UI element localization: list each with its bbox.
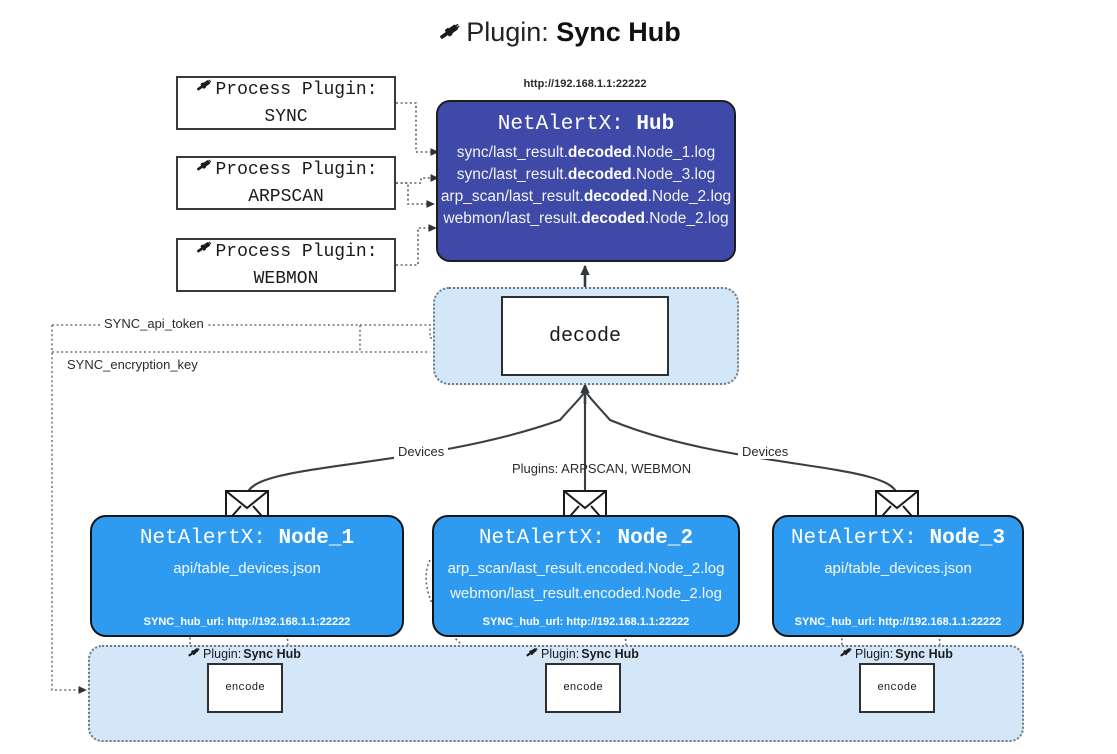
process-plugin-name: WEBMON — [253, 269, 319, 289]
node-line-list: api/table_devices.json — [774, 560, 1022, 577]
hub-log-line: sync/last_result.decoded.Node_1.log — [456, 144, 716, 161]
node-box-node-1[interactable]: NetAlertX: Node_1 api/table_devices.json… — [90, 515, 404, 637]
node-line-list: api/table_devices.json — [92, 560, 402, 577]
process-plugin-label: Process Plugin: — [215, 159, 378, 180]
decode-box[interactable]: decode — [501, 296, 669, 376]
node-title: NetAlertX: Node_3 — [774, 527, 1022, 550]
node-line: webmon/last_result.encoded.Node_2.log — [450, 585, 722, 602]
node-title-name: Node_3 — [929, 527, 1006, 550]
edge-label-devices-left: Devices — [394, 444, 449, 459]
process-plugin-box-arpscan[interactable]: Process Plugin: ARPSCAN — [176, 156, 396, 210]
process-plugin-box-sync[interactable]: Process Plugin: SYNC — [176, 76, 396, 130]
page-title-bold: Sync Hub — [556, 17, 681, 47]
plug-icon — [186, 645, 201, 663]
node-line: api/table_devices.json — [173, 560, 321, 577]
page-title-plain: Plugin: — [466, 17, 549, 47]
edge-label-plugins: Plugins: ARPSCAN, WEBMON — [512, 461, 692, 476]
plug-icon — [194, 156, 213, 184]
plug-icon — [194, 238, 213, 266]
node-box-node-3[interactable]: NetAlertX: Node_3 api/table_devices.json… — [772, 515, 1024, 637]
node-line-list: arp_scan/last_result.encoded.Node_2.log … — [434, 560, 738, 602]
plug-icon — [194, 76, 213, 104]
node-title: NetAlertX: Node_2 — [434, 527, 738, 550]
node-title-name: Node_2 — [617, 527, 694, 550]
hub-node[interactable]: NetAlertX: Hub sync/last_result.decoded.… — [436, 100, 736, 262]
encoder-caption-bold: Sync Hub — [895, 647, 953, 661]
node-title-prefix: NetAlertX: — [139, 527, 266, 550]
encoder-caption-node-2: Plugin: Sync Hub — [524, 645, 639, 663]
plug-icon — [436, 19, 462, 54]
node-box-node-2[interactable]: NetAlertX: Node_2 arp_scan/last_result.e… — [432, 515, 740, 637]
node-line: arp_scan/last_result.encoded.Node_2.log — [447, 560, 725, 577]
node-title-prefix: NetAlertX: — [790, 527, 917, 550]
hub-title-prefix: NetAlertX: — [497, 113, 624, 136]
encoder-caption-bold: Sync Hub — [243, 647, 301, 661]
encoder-caption-plain: Plugin: — [203, 647, 242, 661]
encoder-caption-node-3: Plugin: Sync Hub — [838, 645, 953, 663]
page-title: Plugin: Sync Hub — [0, 16, 1117, 54]
node-title-prefix: NetAlertX: — [478, 527, 605, 550]
encoder-caption-plain: Plugin: — [541, 647, 580, 661]
node-line: api/table_devices.json — [824, 560, 972, 577]
node-footer: SYNC_hub_url: http://192.168.1.1:22222 — [482, 616, 690, 628]
node-footer: SYNC_hub_url: http://192.168.1.1:22222 — [143, 616, 351, 628]
hub-log-line: sync/last_result.decoded.Node_3.log — [456, 166, 716, 183]
encoder-caption-plain: Plugin: — [855, 647, 894, 661]
process-plugin-box-webmon[interactable]: Process Plugin: WEBMON — [176, 238, 396, 292]
secret-label-encryption-key: SYNC_encryption_key — [63, 357, 202, 372]
process-plugin-name: SYNC — [264, 107, 308, 127]
encode-box-node-2[interactable]: encode — [545, 663, 621, 713]
process-plugin-label: Process Plugin: — [215, 79, 378, 100]
secret-label-api-token: SYNC_api_token — [100, 316, 208, 331]
hub-log-line: webmon/last_result.decoded.Node_2.log — [443, 210, 729, 227]
encode-box-node-3[interactable]: encode — [859, 663, 935, 713]
process-plugin-name: ARPSCAN — [248, 187, 324, 207]
node-title: NetAlertX: Node_1 — [92, 527, 402, 550]
encoder-caption-bold: Sync Hub — [581, 647, 639, 661]
encode-box-node-1[interactable]: encode — [207, 663, 283, 713]
node-title-name: Node_1 — [278, 527, 355, 550]
hub-url-label: http://192.168.1.1:22222 — [523, 78, 647, 90]
hub-log-line: arp_scan/last_result.decoded.Node_2.log — [440, 188, 732, 205]
hub-title: NetAlertX: Hub — [438, 113, 734, 136]
plug-icon — [524, 645, 539, 663]
edge-label-devices-right: Devices — [738, 444, 793, 459]
plug-icon — [838, 645, 853, 663]
encoder-caption-node-1: Plugin: Sync Hub — [186, 645, 301, 663]
hub-log-list: sync/last_result.decoded.Node_1.log sync… — [438, 144, 734, 228]
node-footer: SYNC_hub_url: http://192.168.1.1:22222 — [794, 616, 1002, 628]
hub-title-name: Hub — [636, 113, 675, 136]
process-plugin-label: Process Plugin: — [215, 241, 378, 262]
